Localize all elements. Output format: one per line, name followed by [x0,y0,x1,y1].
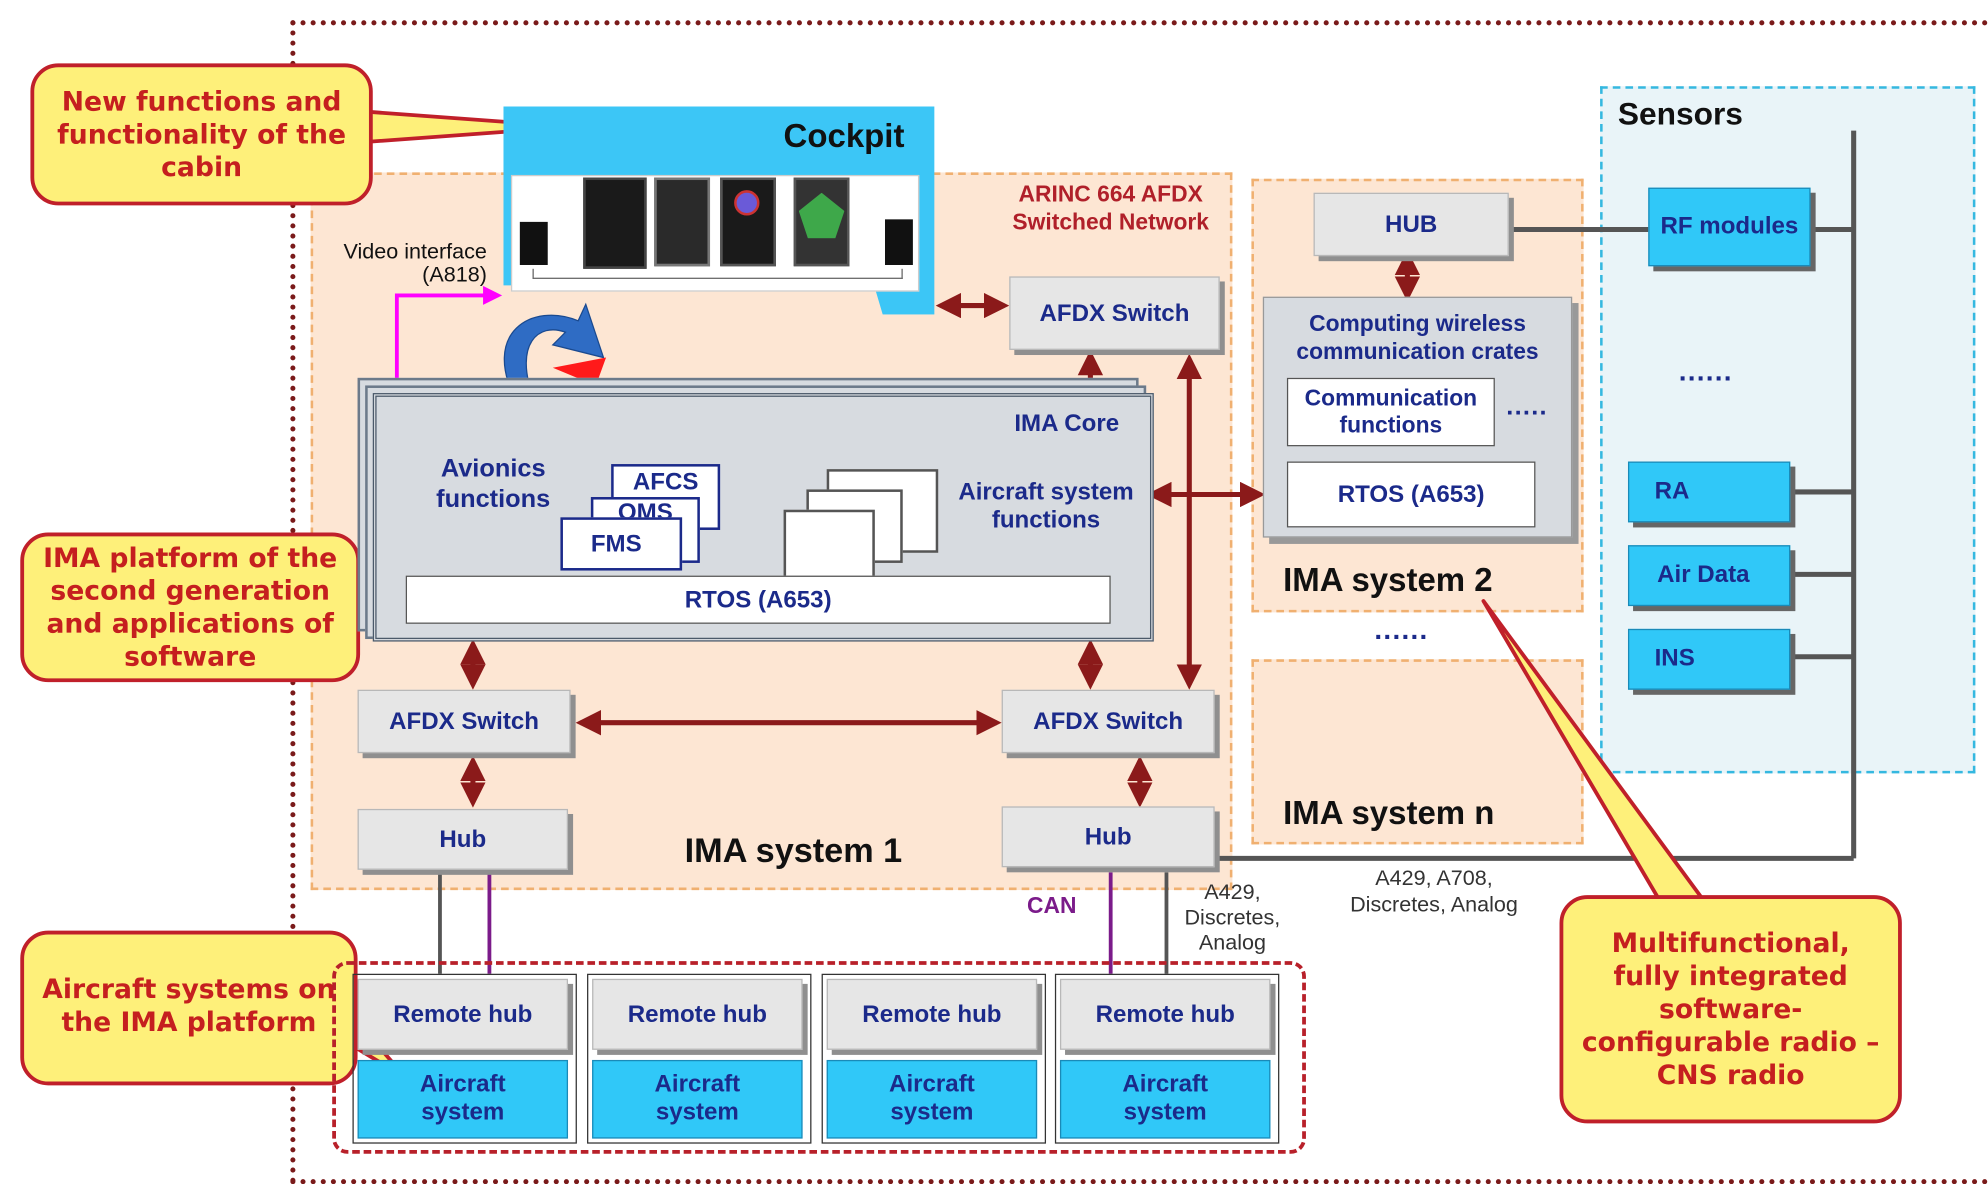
remote-unit-1 [352,973,577,1144]
sensors-more-dots: ...... [1678,355,1733,387]
aircraft-system-line2: system [655,1099,739,1126]
blank-app-box-1 [783,509,875,579]
aircraft-system-box[interactable]: Aircraft system [826,1059,1038,1139]
ima-core-title: IMA Core [1014,410,1120,438]
a429-discretes-line3: Analog [1198,930,1266,955]
aircraft-system-line2: system [1123,1099,1207,1126]
ima-system-2-rtos: RTOS (A653) [1286,461,1536,528]
computing-crates-line1: Computing wireless [1309,310,1526,336]
ins-button[interactable]: INS [1627,628,1791,690]
video-interface-line [394,285,503,409]
callout-ima-platform-text: IMA platform of the second generation an… [43,542,338,672]
callout-cns-radio-text: Multifunctional, fully integrated softwa… [1581,928,1880,1091]
remote-hub-button[interactable]: Remote hub [357,978,569,1050]
afdx-switch-top[interactable]: AFDX Switch [1009,276,1220,350]
cockpit-display-strip [510,174,920,292]
afdx-network-line2: Switched Network [1012,209,1209,235]
communication-functions-box: Communication functions [1286,377,1495,447]
cockpit-screen-1-icon [519,221,548,265]
communication-functions-line2: functions [1339,412,1443,438]
afdx-arrows [460,249,1421,808]
fms-box: FMS [560,517,683,571]
avionics-functions-line2: functions [436,485,551,514]
can-label: CAN [1026,892,1077,918]
remote-hub-button[interactable]: Remote hub [1059,978,1271,1050]
cockpit-screen-2-icon [583,177,647,269]
avionics-functions-line1: Avionics [440,455,546,484]
cockpit-screen-6-icon [884,219,913,265]
ima-system-n-region [1251,659,1584,845]
cockpit-screen-3-icon [654,177,711,267]
a429-discretes-line1: A429, [1204,879,1261,905]
video-interface-line2: (A818) [422,262,487,287]
callout-ima-platform: IMA platform of the second generation an… [20,532,361,683]
refresh-arrow [503,302,605,405]
rf-modules-button[interactable]: RF modules [1648,187,1811,267]
remote-hubs-region [332,961,1306,1154]
ima-core-rtos: RTOS (A653) [405,575,1111,624]
callout-cabin-text: New functions and functionality of the c… [57,86,347,183]
aircraft-system-functions-line1: Aircraft system [958,479,1134,506]
aircraft-system-functions-line2: functions [991,507,1101,534]
callout-cns-radio: Multifunctional, fully integrated softwa… [1559,895,1902,1124]
air-data-button[interactable]: Air Data [1627,545,1791,607]
sensors-title: Sensors [1617,96,1743,132]
aircraft-system-line1: Aircraft [419,1071,506,1099]
ra-button[interactable]: RA [1627,461,1791,523]
afdx-switch-right[interactable]: AFDX Switch [1001,689,1215,754]
aircraft-system-line2: system [890,1099,974,1126]
cockpit-wiring [532,268,903,279]
hub-drop-lines [438,872,1169,974]
sensor-bus-line2: Discretes, Analog [1350,892,1518,917]
ima-system-2-hub[interactable]: HUB [1313,192,1509,257]
remote-hub-button[interactable]: Remote hub [826,978,1038,1050]
sensor-bus [1214,130,1857,861]
aircraft-system-line2: system [421,1099,505,1126]
callout-aircraft-systems: Aircraft systems on the IMA platform [20,930,358,1086]
afdx-network-label: ARINC 664 AFDX Switched Network [997,180,1225,236]
remote-unit-4 [1054,973,1280,1144]
ima-system-n-label: IMA system n [1283,793,1495,832]
aircraft-system-box[interactable]: Aircraft system [357,1059,569,1139]
aircraft-system-functions-label: Aircraft system functions [948,479,1143,535]
ima-system-2-label: IMA system 2 [1283,560,1493,599]
remote-unit-3 [821,973,1047,1144]
video-interface-line1: Video interface [343,239,487,264]
aircraft-system-box[interactable]: Aircraft system [1059,1059,1271,1139]
remote-hub-button[interactable]: Remote hub [592,978,803,1050]
sensor-bus-line1: A429, A708, [1375,865,1493,891]
avionics-functions-label: Avionics functions [423,454,562,515]
hub-left[interactable]: Hub [357,808,569,870]
aircraft-system-line1: Aircraft [654,1071,741,1099]
callout-aircraft-systems-text: Aircraft systems on the IMA platform [42,973,336,1038]
afdx-network-line1: ARINC 664 AFDX [1018,181,1203,207]
cockpit-title: Cockpit [783,116,905,155]
video-interface-label: Video interface (A818) [314,239,487,287]
aircraft-system-box[interactable]: Aircraft system [592,1059,803,1139]
afdx-switch-left[interactable]: AFDX Switch [357,689,571,754]
communication-more-dots: ..... [1506,393,1548,421]
callout-cabin: New functions and functionality of the c… [30,63,373,206]
sensor-bus-label: A429, A708, Discretes, Analog [1321,865,1547,918]
hub-right[interactable]: Hub [1001,806,1215,868]
ima-system-1-label: IMA system 1 [684,831,903,870]
ima-systems-more-dots: ...... [1374,613,1429,646]
cockpit-screen-4-dial-icon [734,190,760,216]
communication-functions-line1: Communication [1304,385,1478,411]
a429-discretes-line2: Discretes, [1184,905,1281,930]
aircraft-system-line1: Aircraft [1122,1071,1209,1099]
aircraft-system-line1: Aircraft [889,1071,975,1099]
computing-crates-line2: communication crates [1296,338,1539,364]
remote-unit-2 [587,973,812,1144]
computing-crates-label: Computing wireless communication crates [1263,309,1572,365]
a429-discretes-label: A429, Discretes, Analog [1172,880,1294,956]
